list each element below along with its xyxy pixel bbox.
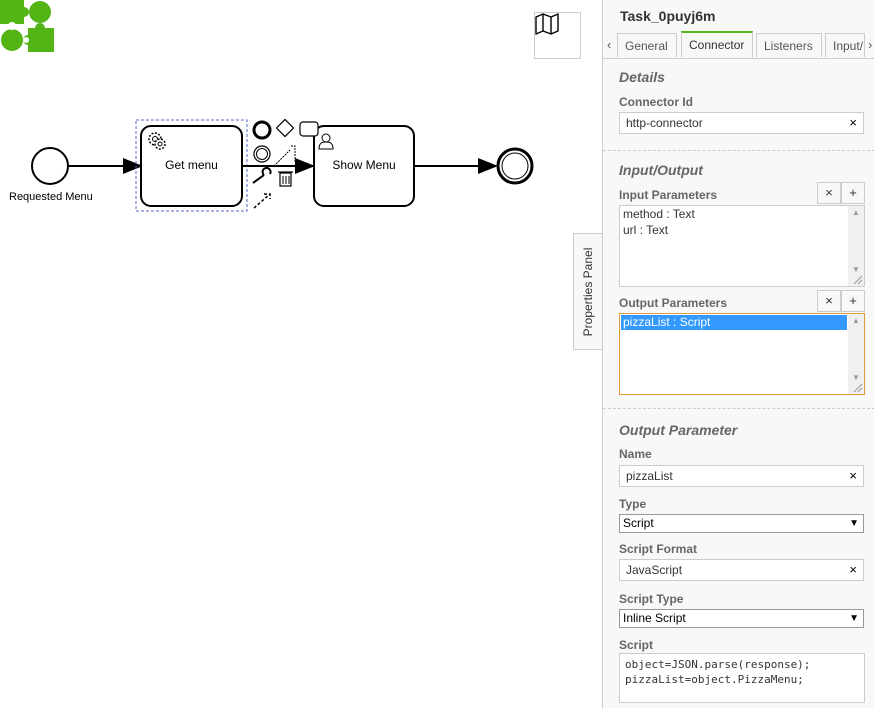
- input-parameters-list[interactable]: method : Text url : Text ▲▼: [619, 205, 865, 287]
- wrench-icon[interactable]: [252, 166, 272, 184]
- input-parameter-item[interactable]: method : Text: [623, 207, 695, 221]
- context-pad[interactable]: [252, 118, 319, 209]
- name-value: pizzaList: [626, 469, 673, 483]
- end-event[interactable]: [496, 147, 534, 185]
- output-parameters-list[interactable]: pizzaList : Script ▲▼: [619, 313, 865, 395]
- task-label-show-menu: Show Menu: [332, 158, 396, 172]
- user-icon: [318, 133, 334, 150]
- details-section: Details Connector Id http-connector ×: [603, 58, 874, 151]
- start-event-label: Requested Menu: [9, 191, 93, 203]
- tab-connector[interactable]: Connector: [681, 31, 753, 57]
- task-label-get-menu: Get menu: [165, 158, 218, 172]
- append-task-icon[interactable]: [299, 121, 319, 137]
- type-select[interactable]: Script ▼: [619, 514, 864, 533]
- connector-id-label: Connector Id: [619, 95, 693, 109]
- properties-panel-toggle[interactable]: Properties Panel: [573, 233, 602, 350]
- remove-input-button[interactable]: ×: [817, 182, 841, 204]
- script-format-input[interactable]: JavaScript ×: [619, 559, 864, 581]
- tabs-scroll-left-icon[interactable]: ‹: [607, 37, 612, 52]
- bpmn-diagram[interactable]: [0, 0, 602, 708]
- scrollbar[interactable]: ▲▼: [848, 314, 864, 394]
- chevron-down-icon: ▼: [849, 613, 859, 624]
- clear-icon[interactable]: ×: [849, 115, 857, 130]
- type-label: Type: [619, 497, 647, 511]
- type-value: Script: [623, 516, 654, 530]
- start-event[interactable]: [31, 147, 69, 185]
- tabs-scroll-right-icon[interactable]: ›: [868, 37, 873, 52]
- add-output-button[interactable]: +: [841, 290, 865, 312]
- connector-id-input[interactable]: http-connector ×: [619, 112, 864, 134]
- append-end-event-icon[interactable]: [252, 120, 272, 140]
- input-parameters-label: Input Parameters: [619, 188, 718, 202]
- text-annotation-icon[interactable]: [273, 145, 296, 167]
- input-parameter-item[interactable]: url : Text: [623, 223, 669, 237]
- element-id-title: Task_0puyj6m: [620, 8, 716, 24]
- details-title: Details: [619, 69, 665, 85]
- resize-grip-icon[interactable]: [851, 381, 863, 393]
- clear-icon[interactable]: ×: [849, 468, 857, 483]
- properties-panel: Task_0puyj6m ‹ General Connector Listene…: [602, 0, 874, 708]
- script-format-label: Script Format: [619, 542, 698, 556]
- bpmn-io-logo-icon[interactable]: [0, 0, 54, 52]
- name-label: Name: [619, 447, 652, 461]
- remove-output-button[interactable]: ×: [817, 290, 841, 312]
- chevron-down-icon: ▼: [849, 518, 859, 529]
- output-parameter-item[interactable]: pizzaList : Script: [621, 315, 847, 330]
- script-type-label: Script Type: [619, 592, 684, 606]
- script-textarea[interactable]: object=JSON.parse(response); pizzaList=o…: [619, 653, 865, 703]
- connect-icon[interactable]: [253, 193, 271, 209]
- tab-general[interactable]: General: [617, 33, 677, 57]
- name-input[interactable]: pizzaList ×: [619, 465, 864, 487]
- properties-panel-toggle-label: Properties Panel: [581, 247, 595, 336]
- input-output-section: Input/Output Input Parameters × + method…: [603, 151, 874, 409]
- tab-bar: ‹ General Connector Listeners Input/ ›: [603, 31, 874, 59]
- add-input-button[interactable]: +: [841, 182, 865, 204]
- output-parameters-label: Output Parameters: [619, 296, 728, 310]
- script-type-select[interactable]: Inline Script ▼: [619, 609, 864, 628]
- scrollbar[interactable]: ▲▼: [848, 206, 864, 286]
- gear-icon: [148, 132, 166, 150]
- map-icon: [535, 13, 559, 35]
- connector-id-value: http-connector: [626, 116, 703, 130]
- output-parameter-section: Output Parameter Name pizzaList × Type S…: [603, 409, 874, 708]
- output-parameter-title: Output Parameter: [619, 422, 738, 438]
- trash-icon[interactable]: [278, 171, 293, 187]
- clear-icon[interactable]: ×: [849, 562, 857, 577]
- minimap-toggle-button[interactable]: [534, 12, 581, 59]
- script-format-value: JavaScript: [626, 563, 683, 577]
- tab-listeners[interactable]: Listeners: [756, 33, 822, 57]
- script-type-value: Inline Script: [623, 611, 686, 625]
- tab-input-output[interactable]: Input/: [825, 33, 865, 57]
- resize-grip-icon[interactable]: [851, 273, 863, 285]
- append-gateway-icon[interactable]: [275, 118, 295, 138]
- diagram-canvas[interactable]: Requested Menu Get menu Show Menu Proper…: [0, 0, 602, 708]
- input-output-title: Input/Output: [619, 162, 703, 178]
- script-label: Script: [619, 638, 654, 652]
